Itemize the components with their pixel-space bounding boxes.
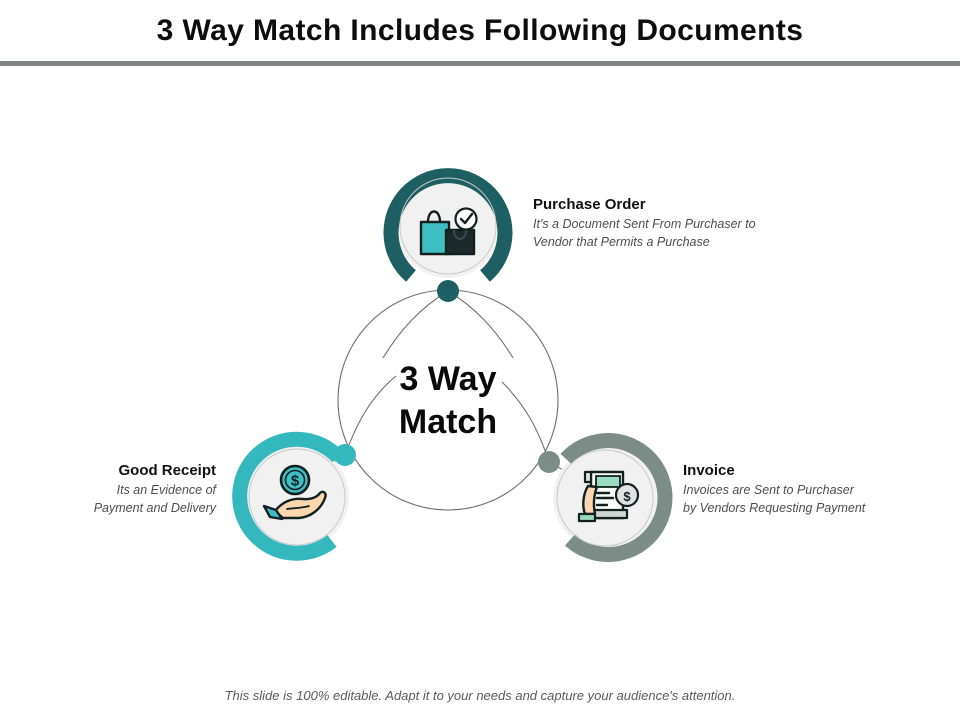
purchase-order-text-block: Purchase Order It's a Document Sent From…	[533, 196, 833, 252]
good-receipt-desc-line2: Payment and Delivery	[93, 500, 216, 515]
invoice-text-block: Invoice Invoices are Sent to Purchaser b…	[683, 462, 953, 518]
svg-text:$: $	[291, 473, 300, 490]
page-title: 3 Way Match Includes Following Documents	[156, 14, 804, 47]
node-purchase-order-dot	[437, 280, 459, 302]
purchase-order-description: It's a Document Sent From Purchaser to V…	[533, 216, 833, 252]
node-good-receipt: $	[232, 431, 356, 561]
node-good-receipt-dot	[334, 444, 356, 466]
node-invoice-ring	[560, 433, 673, 562]
good-receipt-desc-line1: Its an Evidence of	[116, 483, 216, 497]
good-receipt-text-block: Good Receipt Its an Evidence of Payment …	[20, 462, 216, 518]
good-receipt-description: Its an Evidence of Payment and Delivery	[20, 482, 216, 518]
hand-holding-invoice-icon: $	[577, 470, 640, 523]
center-label: 3 Way Match	[348, 358, 548, 443]
shopping-bags-check-icon	[419, 207, 478, 256]
invoice-description: Invoices are Sent to Purchaser by Vendor…	[683, 482, 953, 518]
purchase-order-title: Purchase Order	[533, 196, 646, 213]
title-divider	[0, 61, 960, 66]
node-purchase-order	[383, 168, 513, 302]
node-good-receipt-inner-hairline	[248, 448, 346, 546]
good-receipt-title: Good Receipt	[118, 462, 216, 479]
node-good-receipt-ring	[232, 431, 344, 561]
hand-holding-coin-icon: $	[262, 464, 327, 521]
node-invoice-inner-hairline	[556, 449, 654, 547]
node-invoice-dot	[538, 451, 560, 473]
node-invoice: $	[538, 433, 673, 562]
invoice-desc-line1: Invoices are Sent to Purchaser	[683, 483, 854, 497]
node-purchase-order-inner-hairline	[399, 177, 497, 275]
center-label-line1: 3 Way	[399, 360, 497, 398]
invoice-desc-line2: by Vendors Requesting Payment	[683, 500, 866, 515]
center-label-line2: Match	[398, 402, 498, 441]
footer-note: This slide is 100% editable. Adapt it to…	[224, 688, 736, 703]
svg-text:$: $	[623, 489, 631, 504]
three-way-match-diagram: $	[0, 90, 960, 650]
invoice-title: Invoice	[683, 462, 735, 479]
purchase-order-desc-line2: Vendor that Permits a Purchase	[533, 234, 710, 249]
node-purchase-order-ring	[383, 168, 513, 282]
purchase-order-desc-line1: It's a Document Sent From Purchaser to	[533, 217, 756, 231]
node-good-receipt-bg	[245, 445, 349, 549]
